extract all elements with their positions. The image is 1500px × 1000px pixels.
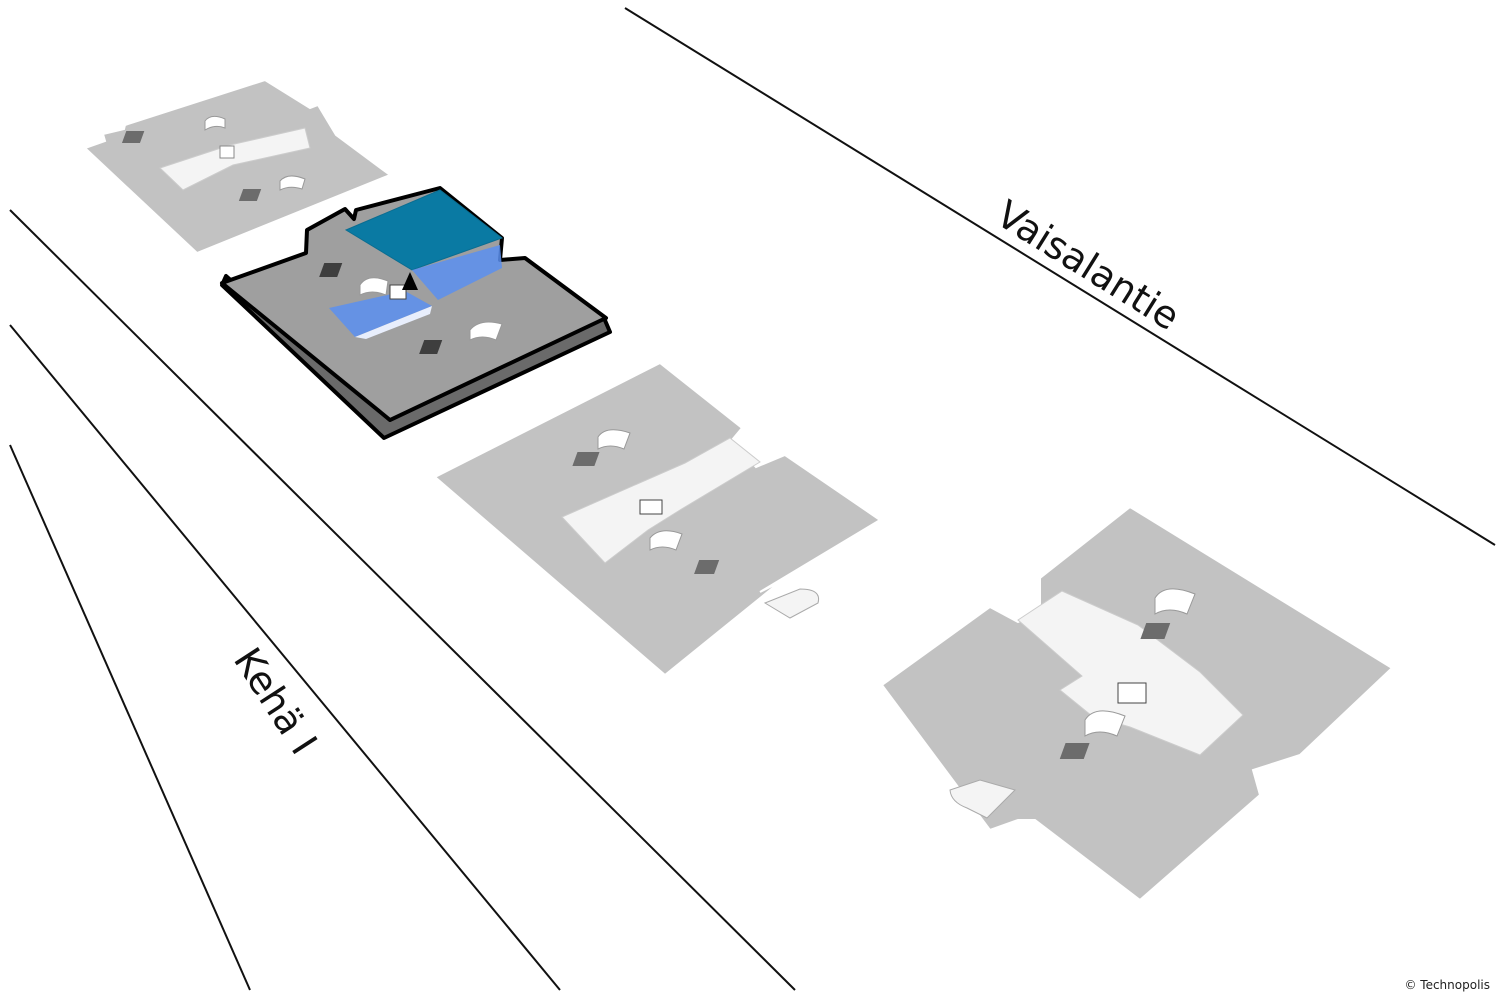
- elevator-icon: [389, 284, 407, 300]
- road-line-inner-2: [9, 324, 561, 991]
- shaft-icon: [572, 452, 600, 466]
- stairs-icon: [649, 530, 683, 551]
- roads: [9, 7, 1496, 991]
- shaft-icon: [694, 560, 720, 574]
- building-3[interactable]: [433, 361, 882, 677]
- location-marker-icon: [402, 272, 418, 290]
- shaft-icon: [1140, 623, 1171, 639]
- copyright-text: © Technopolis: [1404, 978, 1490, 992]
- stairs-icon: [359, 277, 389, 296]
- entrance-icon: [949, 779, 1016, 819]
- shaft-icon: [1059, 743, 1090, 759]
- building-1[interactable]: [83, 78, 393, 255]
- elevator-icon: [639, 499, 663, 515]
- building-4[interactable]: [880, 505, 1394, 902]
- road-line-inner-1: [9, 209, 796, 991]
- stairs-icon: [1084, 710, 1126, 737]
- shaft-icon: [319, 263, 343, 277]
- elevator-icon: [219, 145, 235, 159]
- stairs-icon: [1154, 588, 1196, 615]
- road-line-vaisalantie: [624, 7, 1496, 546]
- stairs-icon: [279, 175, 306, 191]
- shaft-icon: [238, 189, 262, 201]
- shaft-icon: [419, 340, 443, 354]
- road-line-keha: [9, 444, 251, 991]
- building-2-active[interactable]: [220, 186, 612, 440]
- shaft-icon: [121, 131, 145, 143]
- stairs-icon: [204, 115, 226, 131]
- stairs-icon: [469, 321, 503, 341]
- elevator-icon: [1117, 682, 1147, 704]
- entrance-icon: [763, 588, 820, 619]
- stairs-icon: [597, 429, 631, 450]
